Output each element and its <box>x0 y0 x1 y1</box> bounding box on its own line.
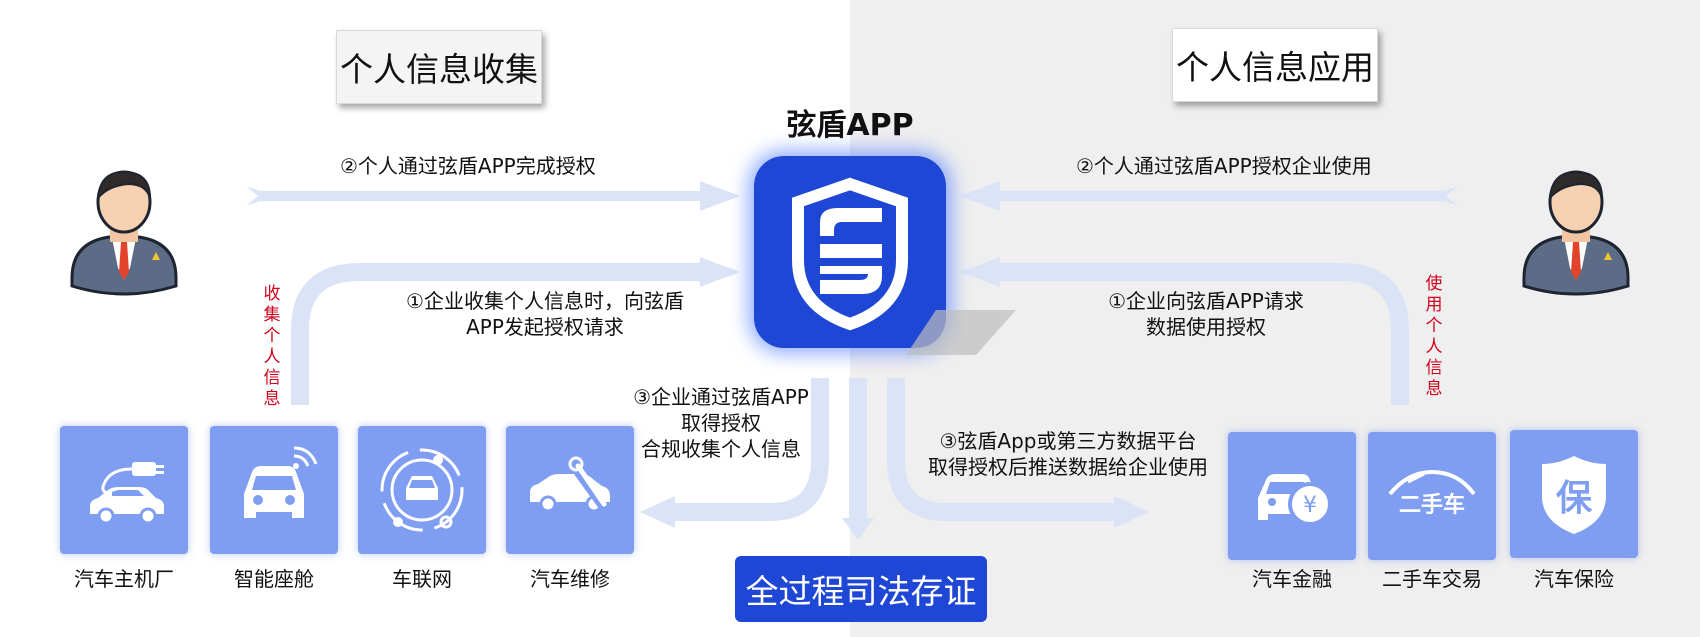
vchar: 使 <box>1425 274 1443 294</box>
car-charging-icon <box>90 462 164 525</box>
tile-label: 汽车保险 <box>1534 567 1614 591</box>
label-right-top: ②个人通过弦盾APP授权企业使用 <box>1076 154 1372 178</box>
vertical-label-use: 使 用 个 人 信 息 <box>1422 274 1446 400</box>
used-car-icon-text: 二手车 <box>1399 492 1465 518</box>
arrow-left-bottom <box>670 378 829 521</box>
car-finance-icon: ¥ <box>1258 474 1332 526</box>
label-left-bottom-line3: 合规收集个人信息 <box>641 437 801 461</box>
judicial-evidence-button[interactable]: 全过程司法存证 <box>735 556 987 622</box>
tile-label: 汽车主机厂 <box>74 567 174 591</box>
vertical-label-collect: 收 集 个 人 信 息 <box>260 284 284 410</box>
vchar: 个 <box>1425 316 1443 336</box>
app-title: 弦盾APP <box>786 108 914 143</box>
label-right-mid-line1: ①企业向弦盾APP请求 <box>1108 289 1304 313</box>
insurance-shield-icon: 保 <box>1542 456 1606 534</box>
car-repair-icon <box>530 456 610 513</box>
label-left-mid-line1: ①企业收集个人信息时，向弦盾 <box>406 289 684 313</box>
tile-smart-cockpit[interactable] <box>210 426 338 554</box>
arrow-left-top <box>246 181 740 211</box>
arrow-right-mid <box>995 263 1409 405</box>
label-right-bottom-line2: 取得授权后推送数据给企业使用 <box>928 455 1208 479</box>
collection-title: 个人信息收集 <box>336 30 542 104</box>
arrow-right-top <box>960 181 1458 211</box>
vchar: 信 <box>263 368 281 388</box>
label-left-bottom-line1: ③企业通过弦盾APP <box>633 385 809 409</box>
vchar: 人 <box>263 347 281 367</box>
tile-car-insurance[interactable]: 保 <box>1510 430 1638 558</box>
tile-label: 汽车维修 <box>530 567 610 591</box>
used-car-icon: 二手车 <box>1388 469 1476 518</box>
insurance-icon-text: 保 <box>1556 478 1593 519</box>
tile-used-car[interactable]: 二手车 <box>1368 432 1496 560</box>
vchar: 用 <box>1425 295 1443 315</box>
svg-text:¥: ¥ <box>1303 493 1317 518</box>
tile-label: 汽车金融 <box>1252 567 1332 591</box>
tile-car-finance[interactable]: ¥ <box>1228 432 1356 560</box>
label-right-bottom-line1: ③弦盾App或第三方数据平台 <box>939 429 1197 453</box>
vchar: 收 <box>263 284 281 304</box>
application-title: 个人信息应用 <box>1172 28 1378 102</box>
tile-car-repair[interactable] <box>506 426 634 554</box>
vchar: 息 <box>263 389 281 409</box>
tile-label: 二手车交易 <box>1382 567 1482 591</box>
tile-car-manufacturer[interactable] <box>60 426 188 554</box>
person-left-icon <box>70 170 178 296</box>
vchar: 个 <box>263 326 281 346</box>
label-left-top: ②个人通过弦盾APP完成授权 <box>340 154 596 178</box>
smart-car-icon <box>244 446 318 518</box>
vchar: 信 <box>1425 358 1443 378</box>
arrow-left-mid <box>291 263 705 405</box>
label-left-bottom-line2: 取得授权 <box>681 411 761 435</box>
tile-label: 智能座舱 <box>234 567 314 591</box>
label-left-mid-line2: APP发起授权请求 <box>466 315 624 339</box>
app-icon-shadow <box>906 310 1016 355</box>
connected-car-icon <box>380 448 464 532</box>
person-right-icon <box>1522 170 1630 296</box>
xiandun-app-icon[interactable] <box>754 156 946 348</box>
label-right-bottom: ③弦盾App或第三方数据平台 取得授权后推送数据给企业使用 <box>918 428 1218 480</box>
label-left-mid: ①企业收集个人信息时，向弦盾 APP发起授权请求 <box>392 288 698 340</box>
label-right-mid: ①企业向弦盾APP请求 数据使用授权 <box>1106 288 1306 340</box>
tile-label: 车联网 <box>392 567 452 591</box>
vchar: 息 <box>1425 379 1443 399</box>
vchar: 人 <box>1425 337 1443 357</box>
shield-s-logo-icon <box>792 177 908 331</box>
tile-connected-car[interactable] <box>358 426 486 554</box>
label-right-mid-line2: 数据使用授权 <box>1146 315 1266 339</box>
vchar: 集 <box>263 305 281 325</box>
label-left-bottom: ③企业通过弦盾APP 取得授权 合规收集个人信息 <box>628 384 814 462</box>
arrow-right-bottom <box>887 378 1120 521</box>
